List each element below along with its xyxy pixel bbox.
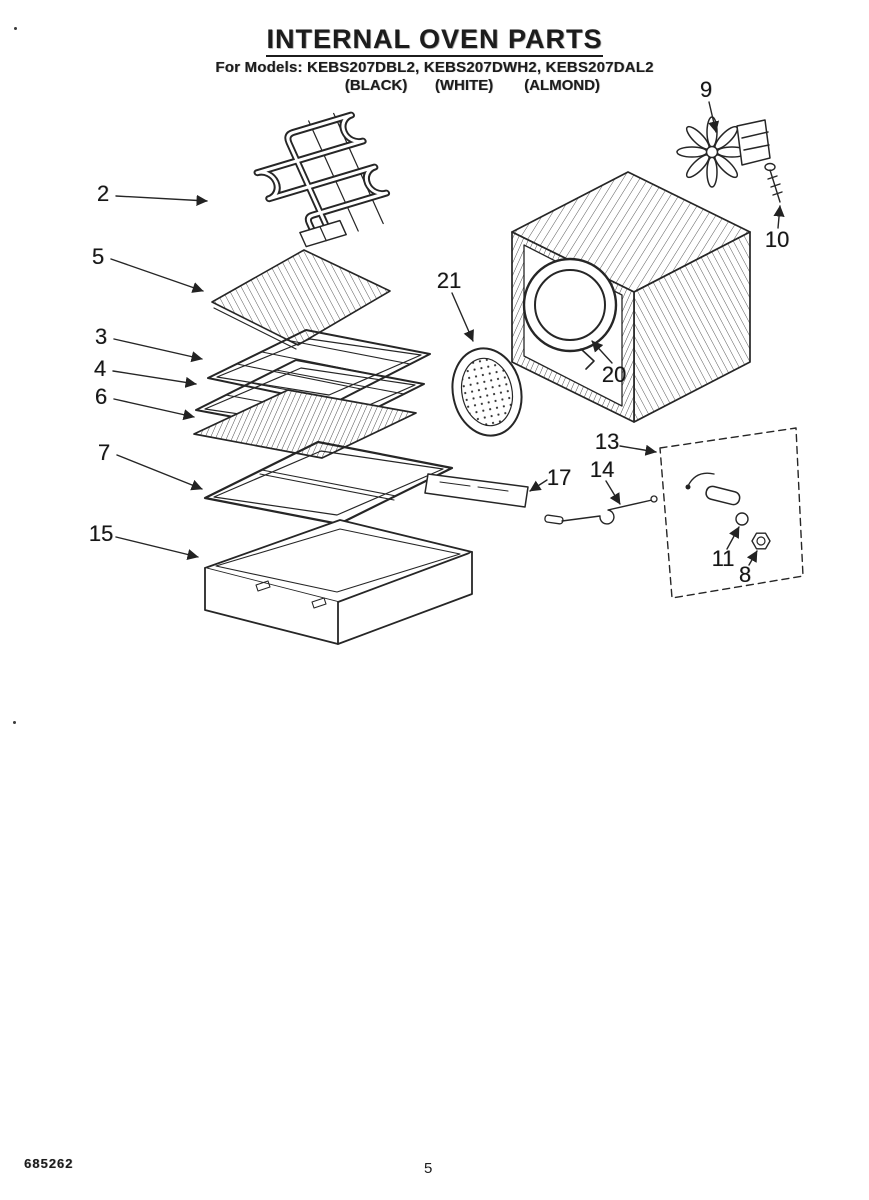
fan-blade-drawing: [676, 116, 771, 188]
screw-drawing: [764, 162, 783, 203]
fan-gasket-ring: [522, 257, 618, 353]
callout-9: 9: [699, 77, 713, 102]
leader-lines: [110, 101, 785, 566]
igniter-drawing: [685, 472, 749, 526]
callout-11: 11: [711, 546, 735, 571]
broiler-grid-drawing: [193, 389, 417, 459]
callout-10: 10: [764, 227, 790, 252]
diagram-header: INTERNAL OVEN PARTS For Models: KEBS207D…: [0, 24, 869, 97]
color-variant-almond: (ALMOND): [524, 77, 600, 94]
large-rack-drawing: [203, 440, 454, 526]
nut-drawing: [751, 532, 771, 550]
kit-boundary-drawing: [659, 427, 804, 599]
callout-3: 3: [94, 324, 108, 349]
page-number: 5: [424, 1160, 433, 1177]
page-title: INTERNAL OVEN PARTS: [0, 24, 869, 57]
oven-sensor-drawing: [544, 495, 658, 525]
color-variant-white: (WHITE): [434, 77, 494, 94]
ring-terminal-drawing: [735, 512, 749, 526]
bracket-drawing: [424, 473, 529, 508]
callout-6: 6: [94, 384, 108, 409]
callout-20: 20: [601, 362, 627, 387]
color-variants: (BLACK) (WHITE) (ALMOND): [0, 77, 869, 97]
scan-speck: [13, 721, 16, 724]
callout-15: 15: [88, 521, 114, 546]
callout-8: 8: [738, 562, 752, 587]
page-title-text: INTERNAL OVEN PARTS: [266, 24, 603, 57]
callout-21: 21: [436, 268, 462, 293]
document-number: 685262: [24, 1156, 74, 1171]
models-line: For Models: KEBS207DBL2, KEBS207DWH2, KE…: [215, 59, 654, 76]
fan-cover-drawing: [451, 347, 523, 437]
scan-speck: [14, 27, 17, 30]
callout-7: 7: [97, 440, 111, 465]
oven-cavity-drawing: [511, 171, 751, 423]
oven-drawer-drawing: [204, 519, 473, 645]
callout-2: 2: [96, 181, 110, 206]
callout-5: 5: [91, 244, 105, 269]
callout-13: 13: [594, 429, 620, 454]
color-variant-black: (BLACK): [344, 77, 408, 94]
broil-element-drawing: [253, 111, 391, 248]
callout-4: 4: [93, 356, 107, 381]
callout-14: 14: [589, 457, 615, 482]
fan-motor-drawing: [736, 119, 771, 166]
callout-17: 17: [546, 465, 572, 490]
broil-grid-drawing: [211, 249, 391, 350]
